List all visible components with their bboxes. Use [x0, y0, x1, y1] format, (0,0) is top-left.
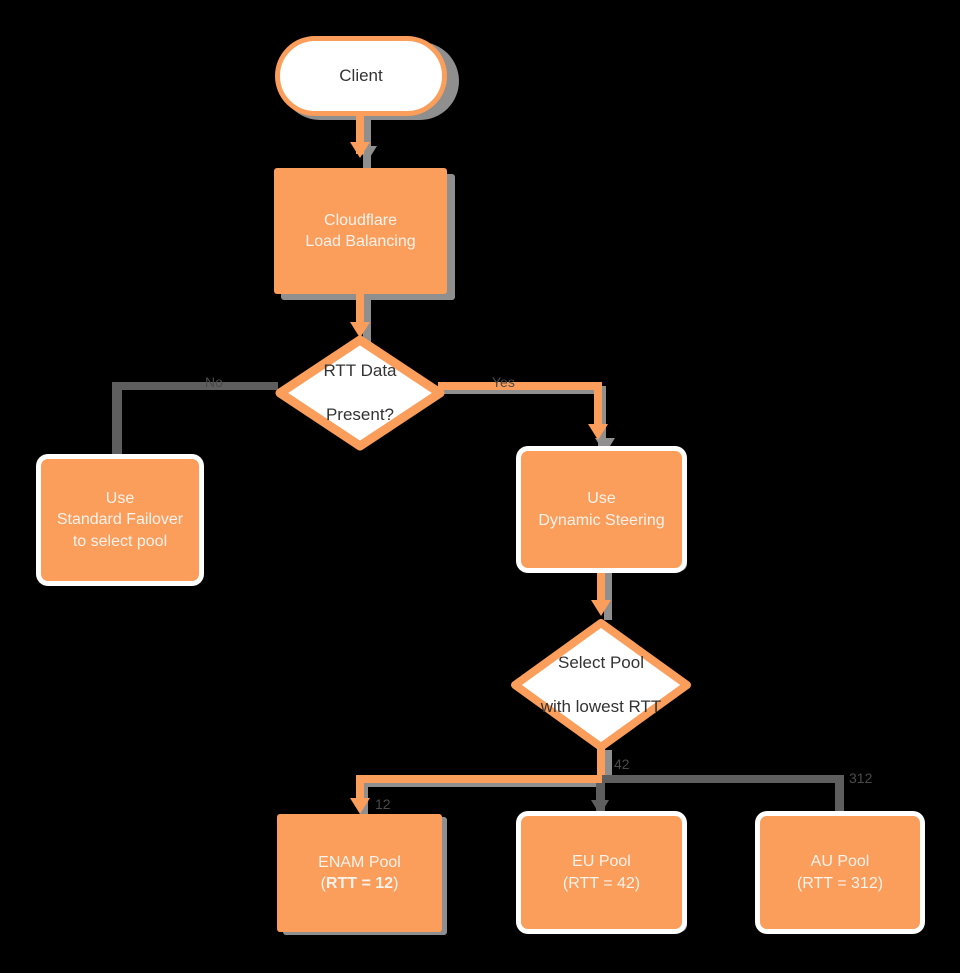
node-select-pool-line2: with lowest RTT [540, 697, 662, 717]
node-au-pool-line2: (RTT = 312) [796, 874, 884, 892]
node-select-pool-line1: Select Pool [557, 652, 644, 672]
edge-rtt-yes-vertical-shadow [598, 386, 606, 448]
edge-au-horizontal [600, 775, 844, 783]
node-standard-failover-line2: Standard Failover [56, 511, 184, 529]
edge-ds-select-arrowhead [591, 600, 611, 616]
edge-rtt-yes-horizontal [438, 382, 601, 390]
node-rtt-decision-line2: Present? [325, 405, 395, 425]
edge-rtt-yes-vertical [594, 382, 602, 430]
edge-rtt-yes-arrowhead-shadow [595, 438, 615, 454]
node-eu-pool-line2: (RTT = 42) [562, 874, 641, 892]
edge-enam-arrowhead [350, 798, 370, 814]
edge-ds-select-shadow [604, 572, 612, 620]
edge-lb-rtt-shadow [363, 298, 371, 342]
edge-eu-arrowhead [591, 800, 609, 815]
edge-label-pool-au: 312 [849, 770, 873, 786]
edge-client-lb-arrowhead [350, 142, 370, 158]
edge-label-rtt-no: No [205, 374, 223, 390]
node-select-pool[interactable]: Select Pool with lowest RTT [507, 614, 695, 756]
edge-ds-select-line [597, 568, 605, 604]
node-rtt-decision[interactable]: RTT Data Present? [272, 330, 448, 456]
edge-lb-rtt-line [356, 294, 364, 326]
node-dynamic-steering[interactable]: Use Dynamic Steering [521, 451, 682, 568]
node-standard-failover-line3: to select pool [72, 532, 168, 550]
edge-au-vertical [835, 775, 844, 811]
node-rtt-decision-label: RTT Data Present? [272, 330, 448, 456]
node-rtt-decision-line1: RTT Data [323, 360, 397, 380]
node-dynamic-steering-line1: Use [587, 490, 616, 508]
edge-label-rtt-yes: Yes [492, 374, 515, 390]
edge-rtt-yes-horizontal-shadow [442, 386, 606, 394]
node-standard-failover[interactable]: Use Standard Failover to select pool [41, 459, 199, 581]
edge-rtt-no-horizontal [118, 382, 278, 390]
node-eu-pool-line1: EU Pool [572, 853, 631, 871]
edge-lb-rtt-arrowhead [350, 322, 370, 338]
edge-pool-stem [597, 746, 605, 778]
node-select-pool-label: Select Pool with lowest RTT [507, 614, 695, 756]
node-client-label: Client [339, 65, 383, 85]
node-enam-pool-rtt-value: RTT = 12 [325, 875, 394, 892]
edge-eu-vertical [596, 775, 605, 811]
edge-label-pool-enam: 12 [375, 796, 391, 812]
node-load-balancing[interactable]: Cloudflare Load Balancing [274, 168, 447, 294]
node-eu-pool[interactable]: EU Pool (RTT = 42) [521, 816, 682, 929]
edge-rtt-yes-arrowhead [588, 424, 608, 440]
node-au-pool[interactable]: AU Pool (RTT = 312) [760, 816, 920, 929]
rtt-decision-shape [275, 335, 445, 451]
node-enam-pool-line1: ENAM Pool [318, 853, 401, 871]
node-enam-pool[interactable]: ENAM Pool (RTT = 12) [277, 814, 442, 932]
node-standard-failover-line1: Use [105, 490, 135, 508]
node-enam-pool-paren-open: ( [320, 875, 326, 892]
edge-enam-horizontal-shadow [360, 779, 604, 787]
node-client[interactable]: Client [275, 36, 447, 116]
node-load-balancing-line2: Load Balancing [305, 233, 416, 250]
select-pool-shape [511, 619, 691, 751]
edge-enam-vertical [356, 775, 364, 803]
edge-pool-stem-shadow [604, 750, 612, 780]
node-enam-pool-paren-close: ) [393, 875, 399, 892]
node-dynamic-steering-line2: Dynamic Steering [538, 511, 665, 529]
node-load-balancing-line1: Cloudflare [324, 211, 397, 229]
node-enam-pool-rtt: (RTT = 12) [318, 873, 401, 894]
node-au-pool-line1: AU Pool [810, 853, 870, 871]
edge-label-pool-eu: 42 [614, 756, 630, 772]
edge-client-lb-line [356, 114, 364, 154]
edge-rtt-no-vertical [112, 382, 122, 466]
edge-enam-horizontal [356, 775, 602, 783]
